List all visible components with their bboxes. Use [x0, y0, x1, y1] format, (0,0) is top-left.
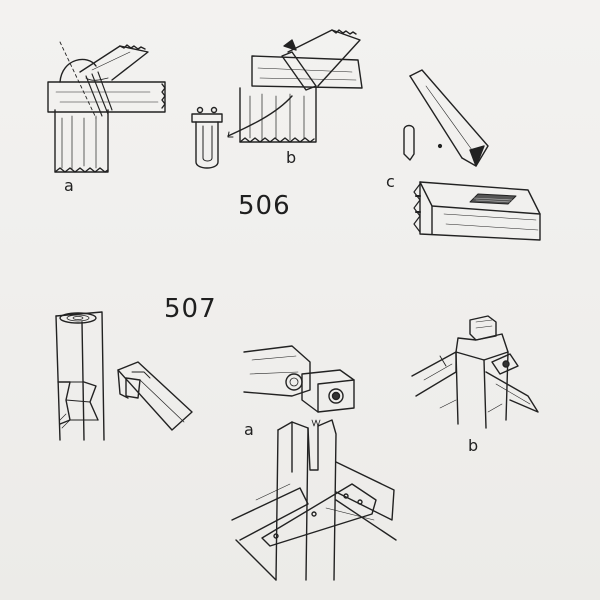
panel-label-506b: b: [286, 148, 297, 167]
panel-label-506c: c: [386, 172, 395, 191]
figure-number-506: 506: [238, 191, 291, 221]
drawing-507-bridle-joint: [55, 311, 193, 441]
drawing-506a-lashed-crossbeam: [47, 41, 166, 173]
drawing-507a-notched-post: [231, 345, 397, 581]
panel-label-506a: a: [64, 176, 74, 195]
drawing-507b-post-and-braces: [411, 315, 539, 429]
drawing-506b-bolted-brace: [191, 29, 363, 169]
drawing-506c-pegged-tenon: [403, 69, 541, 241]
panel-label-507a: a: [244, 420, 254, 439]
figure-number-507: 507: [164, 294, 217, 324]
panel-label-507b: b: [468, 436, 479, 455]
